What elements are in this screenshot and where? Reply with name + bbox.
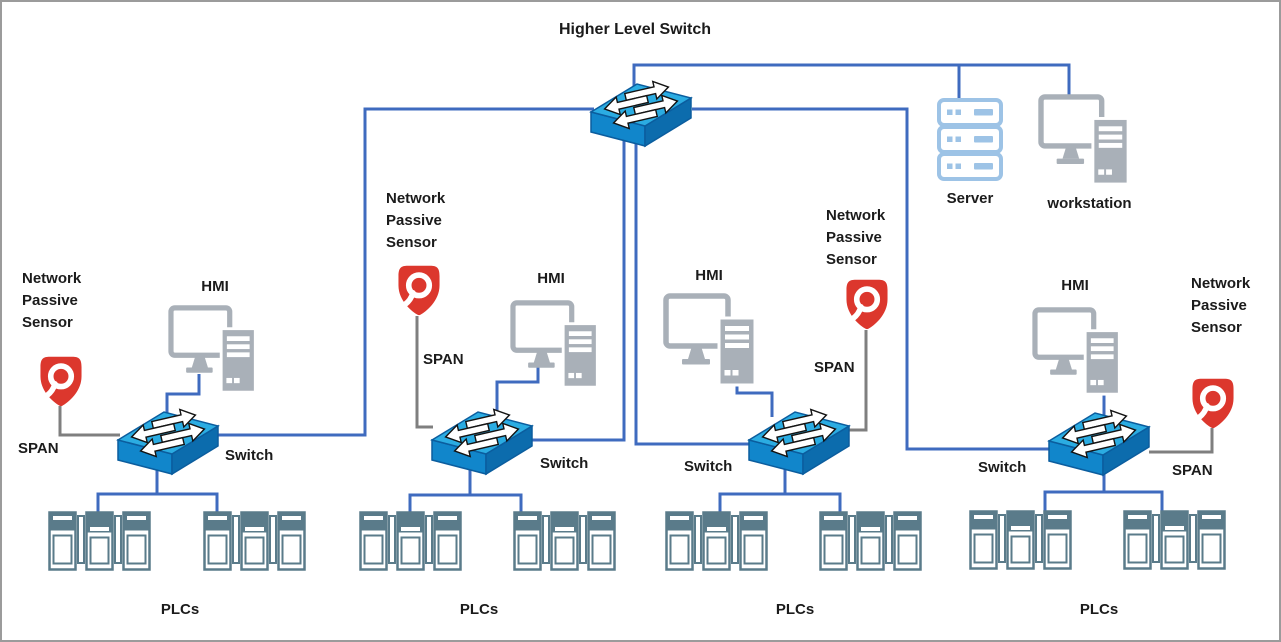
span-label-4: SPAN	[1172, 462, 1213, 479]
hmi-icon-2	[510, 300, 605, 390]
plc1-branch-line	[96, 467, 219, 512]
hmi-icon-3	[663, 293, 763, 388]
higher-level-switch-icon	[585, 72, 697, 148]
qualys-sensor-icon-2	[391, 261, 447, 319]
span3-line	[847, 330, 868, 432]
switch-icon-4	[1043, 401, 1155, 477]
bus-top-line	[632, 63, 1071, 102]
switch-label-2: Switch	[540, 455, 589, 472]
bus-right-line	[692, 107, 1062, 451]
higher-level-switch-label: Higher Level Switch	[559, 21, 712, 38]
sensor-label-4: Network Passive Sensor	[1191, 275, 1251, 336]
plcs-label-3: PLCs	[775, 601, 815, 618]
switch-label-3: Switch	[684, 458, 733, 475]
plc-rack-icon-3b	[819, 509, 922, 571]
sensor-label-1: Network Passive Sensor	[22, 270, 82, 331]
plc-rack-icon-3a	[665, 509, 768, 571]
uplink-switch3-line	[634, 140, 752, 446]
server-label: Server	[946, 190, 994, 207]
hmi-label-1: HMI	[201, 278, 229, 295]
uplink-switch2-line	[528, 140, 626, 442]
qualys-sensor-icon-4	[1185, 374, 1241, 432]
switch-icon-2	[426, 400, 538, 476]
sensor-label-3: Network Passive Sensor	[826, 207, 886, 268]
workstation-label: workstation	[1047, 195, 1132, 212]
switch-label-1: Switch	[225, 447, 274, 464]
hmi1-link-line	[165, 374, 201, 417]
switch-label-4: Switch	[978, 459, 1027, 476]
span4-line	[1149, 428, 1214, 454]
switch-icon-3	[743, 400, 855, 476]
hmi2-link-line	[495, 365, 540, 417]
plcs-label-2: PLCs	[459, 601, 499, 618]
plc-rack-icon-1a	[48, 509, 151, 571]
plc2-branch-line	[408, 467, 523, 512]
span2-line	[415, 316, 433, 429]
span-label-3: SPAN	[814, 359, 855, 376]
sensor-label-2: Network Passive Sensor	[386, 190, 446, 251]
span-label-2: SPAN	[423, 351, 464, 368]
workstation-icon	[1038, 94, 1136, 187]
plc-rack-icon-2b	[513, 509, 616, 571]
plc3-branch-line	[718, 469, 842, 512]
plc-rack-icon-4a	[969, 508, 1072, 570]
span1-line	[58, 406, 120, 437]
hmi-icon-4	[1032, 307, 1127, 397]
switch-icon-1	[112, 400, 224, 476]
span-label-1: SPAN	[18, 440, 59, 457]
plcs-label-1: PLCs	[160, 601, 200, 618]
hmi-label-4: HMI	[1061, 277, 1089, 294]
plcs-label-4: PLCs	[1079, 601, 1119, 618]
plc-rack-icon-1b	[203, 509, 306, 571]
plc-rack-icon-2a	[359, 509, 462, 571]
qualys-sensor-icon-1	[33, 352, 89, 410]
qualys-sensor-icon-3	[839, 275, 895, 333]
server-icon	[937, 98, 1003, 182]
hmi-label-2: HMI	[537, 270, 565, 287]
hmi-icon-1	[168, 305, 263, 395]
hmi-label-3: HMI	[695, 267, 723, 284]
bus-left-line	[216, 107, 594, 437]
plc-rack-icon-4b	[1123, 508, 1226, 570]
